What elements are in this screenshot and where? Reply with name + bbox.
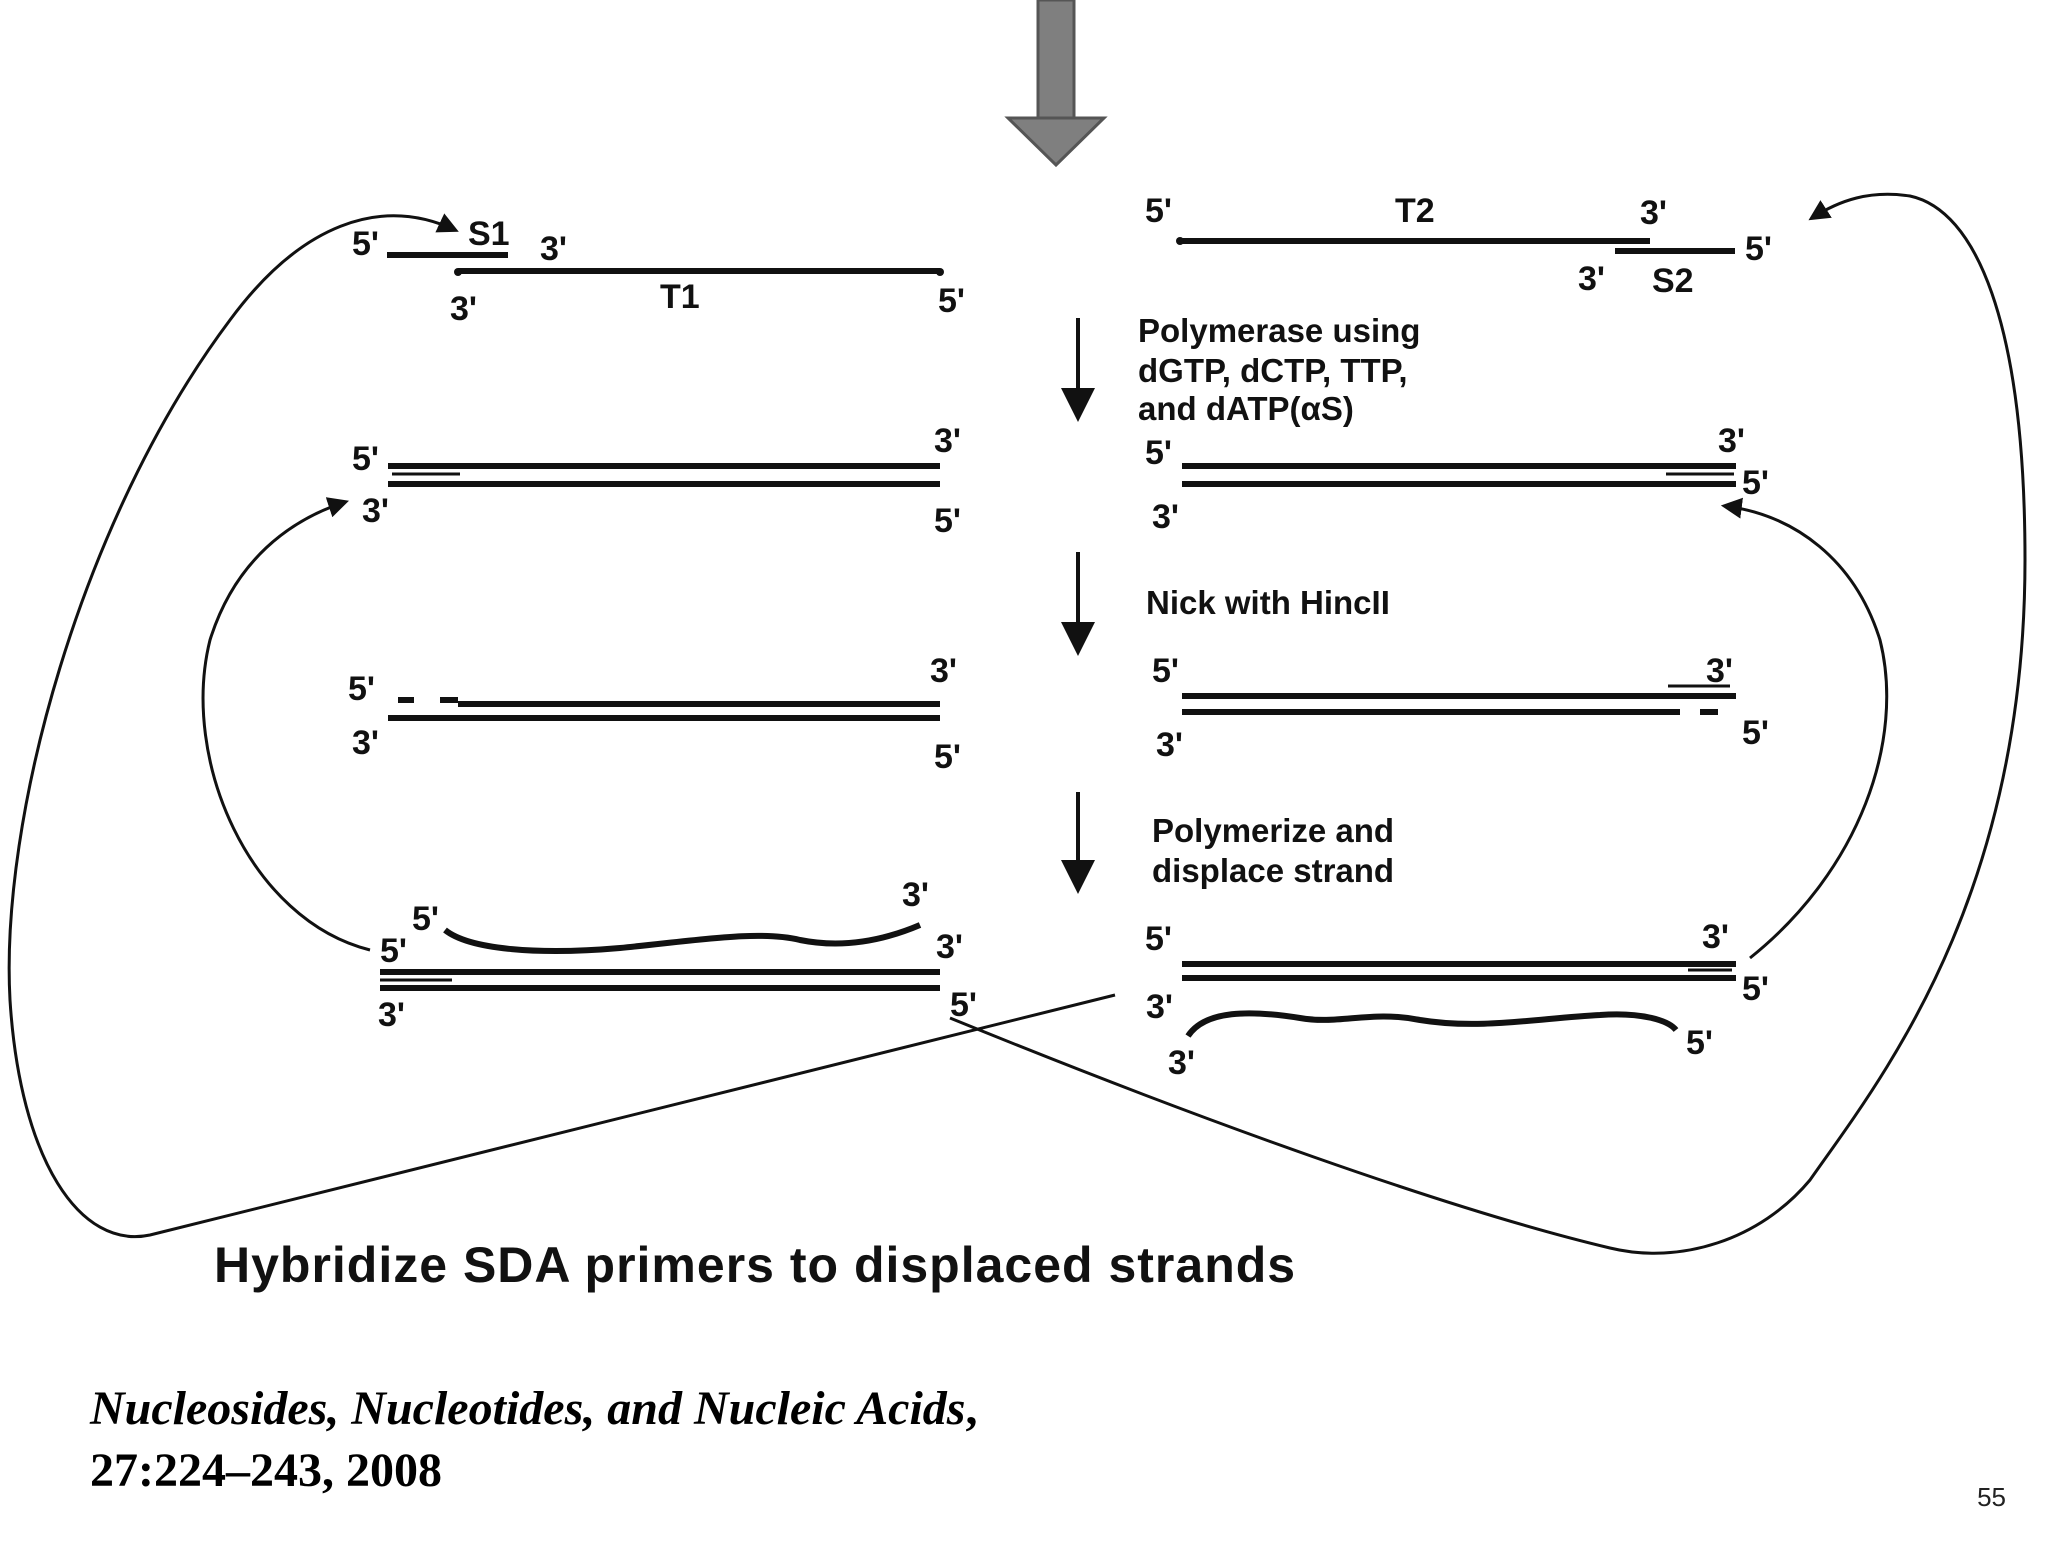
- t1-3prime-label: 3': [450, 290, 477, 328]
- stage1-right-t2: 5' T2 3' 3' S2 5': [1145, 192, 1772, 300]
- cycle-arrows: [7, 192, 2027, 1255]
- citation-details: 27:224–243, 2008: [90, 1444, 442, 1497]
- label: 5': [348, 670, 375, 708]
- step-1-line-3: and dATP(αS): [1138, 390, 1354, 427]
- label: 5': [1742, 714, 1769, 752]
- stage3-left-duplex: 5' 3' 3' 5': [348, 652, 961, 776]
- s1-3prime-label: 3': [540, 230, 567, 268]
- step-1-line-2: dGTP, dCTP, TTP,: [1138, 352, 1408, 389]
- label: 5': [1145, 434, 1172, 472]
- label: 3': [902, 876, 929, 914]
- t2-5prime-label: 5': [1145, 192, 1172, 230]
- s2-label: S2: [1652, 262, 1694, 300]
- t2-3prime-label: 3': [1640, 194, 1667, 232]
- page-number: 55: [1977, 1482, 2006, 1512]
- label: 5': [412, 900, 439, 938]
- step-3-line-2: displace strand: [1152, 852, 1394, 889]
- label: 3': [1152, 498, 1179, 536]
- outer-left-cycle-arrow: [7, 213, 1116, 1239]
- label: 3': [378, 996, 405, 1034]
- label: 5': [934, 502, 961, 540]
- t1-label: T1: [660, 278, 700, 316]
- t2-label: T2: [1395, 192, 1435, 230]
- label: 3': [930, 652, 957, 690]
- s1-label: S1: [468, 215, 510, 253]
- s1-5prime-label: 5': [352, 225, 379, 263]
- t1-5prime-label: 5': [938, 282, 965, 320]
- inner-right-cycle-arrow: [1720, 497, 1889, 960]
- label: 5': [1152, 652, 1179, 690]
- down-arrow-icon: [1061, 622, 1095, 656]
- label: 3': [352, 724, 379, 762]
- label: 3': [934, 422, 961, 460]
- s2-3prime-label: 3': [1578, 260, 1605, 298]
- label: 3': [1706, 652, 1733, 690]
- label: 3': [1718, 422, 1745, 460]
- label: 5': [1686, 1024, 1713, 1062]
- label: 3': [362, 492, 389, 530]
- down-arrow-icon: [1061, 860, 1095, 894]
- stage1-left-t1: 5' S1 3' 3' T1 5': [352, 215, 965, 328]
- label: 5': [352, 440, 379, 478]
- s2-5prime-label: 5': [1745, 230, 1772, 268]
- stage2-right-duplex: 5' 3' 3' 5': [1145, 422, 1769, 536]
- step-1-line-1: Polymerase using: [1138, 312, 1420, 349]
- big-down-arrow-icon: [1004, 0, 1108, 168]
- outer-right-cycle-arrow: [949, 192, 2027, 1255]
- label: 3': [1156, 726, 1183, 764]
- stage3-right-duplex: 5' 3' 3' 5': [1152, 652, 1769, 764]
- citation: Nucleosides, Nucleotides, and Nucleic Ac…: [90, 1378, 977, 1502]
- label: 5': [1145, 920, 1172, 958]
- label: 3': [1702, 918, 1729, 956]
- label: 5': [380, 932, 407, 970]
- label: 5': [1742, 464, 1769, 502]
- label: 5': [950, 986, 977, 1024]
- label: 3': [1146, 988, 1173, 1026]
- diagram-caption: Hybridize SDA primers to displaced stran…: [214, 1237, 1296, 1293]
- citation-comma: ,: [965, 1382, 978, 1435]
- label: 5': [1742, 970, 1769, 1008]
- stage2-left-duplex: 5' 3' 3' 5': [352, 422, 961, 540]
- label: 3': [936, 928, 963, 966]
- citation-journal: Nucleosides, Nucleotides, and Nucleic Ac…: [90, 1382, 966, 1435]
- step-arrows: [1061, 318, 1095, 894]
- step-3-text: Polymerize and displace strand: [1152, 812, 1394, 889]
- label: 3': [1168, 1044, 1195, 1082]
- step-2-line-1: Nick with HincII: [1146, 584, 1390, 621]
- down-arrow-icon: [1061, 388, 1095, 422]
- label: 5': [934, 738, 961, 776]
- step-2-text: Nick with HincII: [1146, 584, 1390, 621]
- step-1-text: Polymerase using dGTP, dCTP, TTP, and dA…: [1138, 312, 1420, 427]
- inner-left-cycle-arrow: [201, 497, 371, 952]
- stage4-left-duplex: 5' 3' 5' 3' 3' 5': [378, 876, 977, 1034]
- stage4-right-duplex: 5' 3' 3' 5' 3' 5': [1145, 918, 1769, 1082]
- step-3-line-1: Polymerize and: [1152, 812, 1394, 849]
